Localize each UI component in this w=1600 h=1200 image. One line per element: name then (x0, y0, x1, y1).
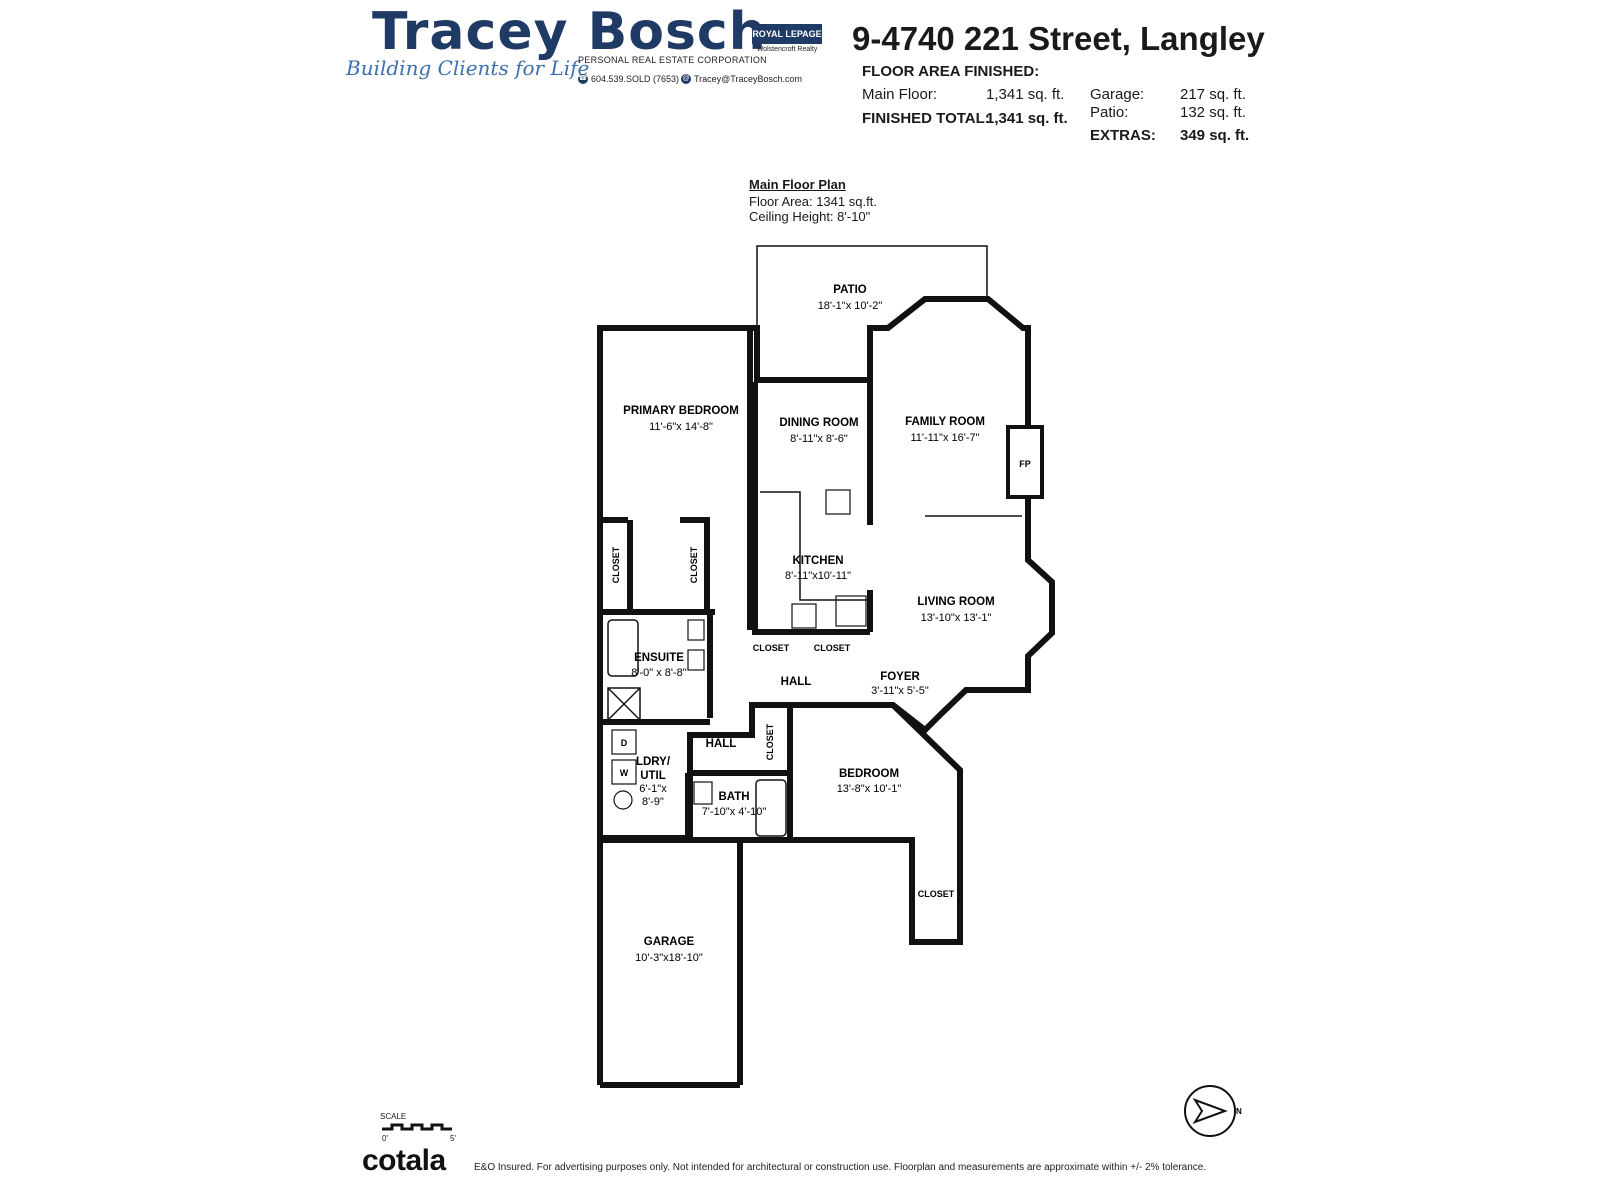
closet-label-hall-2: CLOSET (814, 643, 851, 653)
finished-total-label: FINISHED TOTAL: (862, 110, 990, 127)
foyer-dim: 3'-11"x 5'-5" (871, 685, 929, 697)
property-address: 9-4740 221 Street, Langley (852, 20, 1265, 57)
ensuite-label: ENSUITE (634, 652, 684, 664)
dining-room-dim: 8'-11"x 8'-6" (790, 433, 848, 445)
cooktop-kitchen (791, 603, 817, 629)
email-icon: @ (681, 74, 691, 84)
email-contact: @ Tracey@TraceyBosch.com (681, 74, 802, 84)
cotala-logo: cotala (362, 1144, 446, 1177)
ensuite-dim: 8'-0" x 8'-8" (631, 667, 687, 679)
plan-info: Floor Area: 1341 sq.ft. Ceiling Height: … (749, 194, 877, 224)
scale-bar (382, 1123, 452, 1131)
living-room-dim: 13'-10"x 13'-1" (921, 612, 992, 624)
closet-label-bedroom: CLOSET (765, 723, 775, 760)
brokerage-logo: ROYAL LEPAGE (752, 24, 822, 44)
patio-outline (756, 245, 988, 380)
patio-dim: 18'-1"x 10'-2" (818, 300, 883, 312)
bedroom-label: BEDROOM (839, 768, 899, 780)
patio-area-label: Patio: (1090, 104, 1129, 121)
living-room-label: LIVING ROOM (917, 596, 994, 608)
closet-label-bedroom-lower: CLOSET (918, 889, 955, 899)
closet-label-hall-1: CLOSET (753, 643, 790, 653)
family-room-label: FAMILY ROOM (905, 416, 985, 428)
stove-kitchen (825, 489, 851, 515)
shower-ensuite (607, 687, 641, 721)
shower-x2 (607, 687, 641, 721)
bathtub-bath (755, 779, 787, 837)
phone-icon: ☎ (578, 74, 588, 84)
scale-start: 0' (382, 1134, 388, 1143)
extras-value: 349 sq. ft. (1180, 127, 1250, 144)
patio-area-value: 132 sq. ft. (1180, 104, 1246, 121)
brokerage-sub: Wolstencroft Realty (756, 46, 818, 53)
main-floor-value: 1,341 sq. ft. (986, 86, 1065, 103)
laundry-label-2: UTIL (640, 770, 666, 782)
bath-label: BATH (718, 791, 749, 803)
finished-total-value: 1,341 sq. ft. (986, 110, 1068, 127)
garage-area-value: 217 sq. ft. (1180, 86, 1246, 103)
patio-label: PATIO (833, 284, 866, 296)
bath-dim: 7'-10"x 4'-10" (702, 806, 767, 818)
fireplace (1006, 425, 1044, 499)
compass-arrow-icon (1192, 1098, 1228, 1124)
sink-ensuite-1 (687, 619, 705, 641)
laundry-label-1: LDRY/ (636, 756, 671, 768)
garage-label: GARAGE (644, 936, 695, 948)
phone-contact: ☎ 604.539.SOLD (7653) (578, 74, 679, 84)
plan-floor-area: Floor Area: 1341 sq.ft. (749, 194, 877, 209)
primary-bedroom-label: PRIMARY BEDROOM (623, 405, 739, 417)
plan-ceiling-height: Ceiling Height: 8'-10" (749, 209, 871, 224)
bathtub-ensuite (607, 619, 639, 677)
kitchen-dim: 8'-11"x10'-11" (785, 570, 851, 582)
phone-number: 604.539.SOLD (7653) (591, 74, 680, 84)
washer-box (611, 759, 637, 785)
dryer-label: D (621, 738, 628, 748)
laundry-dim-2: 8'-9" (642, 796, 664, 808)
dryer-box (611, 729, 637, 755)
closet-label-ensuite-right: CLOSET (689, 546, 699, 583)
garage-dim: 10'-3"x18'-10" (635, 952, 703, 964)
foyer-label: FOYER (880, 671, 920, 683)
fireplace-label: FP (1019, 459, 1031, 469)
disclaimer: E&O Insured. For advertising purposes on… (474, 1162, 1207, 1173)
bedroom-dim: 13'-8"x 10'-1" (837, 783, 902, 795)
email-address: Tracey@TraceyBosch.com (694, 74, 802, 84)
garage-area-label: Garage: (1090, 86, 1145, 103)
water-heater (613, 790, 633, 810)
compass-north-label: N (1236, 1107, 1242, 1116)
primary-bedroom-dim: 11'-6"x 14'-8" (649, 421, 713, 433)
scale-end: 5' (450, 1134, 456, 1143)
laundry-dim-1: 6'-1"x (639, 783, 667, 795)
kitchen-label: KITCHEN (792, 555, 843, 567)
scale-label: SCALE (380, 1112, 407, 1121)
extras-label: EXTRAS: (1090, 127, 1156, 144)
hall-label-upper: HALL (781, 676, 812, 688)
main-floor-label: Main Floor: (862, 86, 938, 103)
brand-name: Tracey Bosch (372, 2, 767, 62)
hall-label-lower: HALL (706, 738, 737, 750)
sink-bath (693, 781, 713, 805)
kitchen-counter (760, 491, 870, 601)
family-room-dim: 11'-11"x 16'-7" (910, 432, 979, 444)
brand-corporation: PERSONAL REAL ESTATE CORPORATION (578, 55, 767, 65)
brand-tagline: Building Clients for Life (346, 56, 590, 80)
floor-area-title: FLOOR AREA FINISHED: (862, 63, 1040, 80)
washer-label: W (620, 768, 629, 778)
plan-title: Main Floor Plan (749, 177, 846, 192)
outer-wall (597, 296, 1055, 1085)
fridge-kitchen (835, 595, 867, 627)
compass-circle (1184, 1085, 1236, 1137)
closet-label-ensuite-left: CLOSET (611, 546, 621, 583)
dining-room-label: DINING ROOM (779, 417, 858, 429)
outer-wall-bedroom (737, 702, 963, 1085)
sink-ensuite-2 (687, 649, 705, 671)
